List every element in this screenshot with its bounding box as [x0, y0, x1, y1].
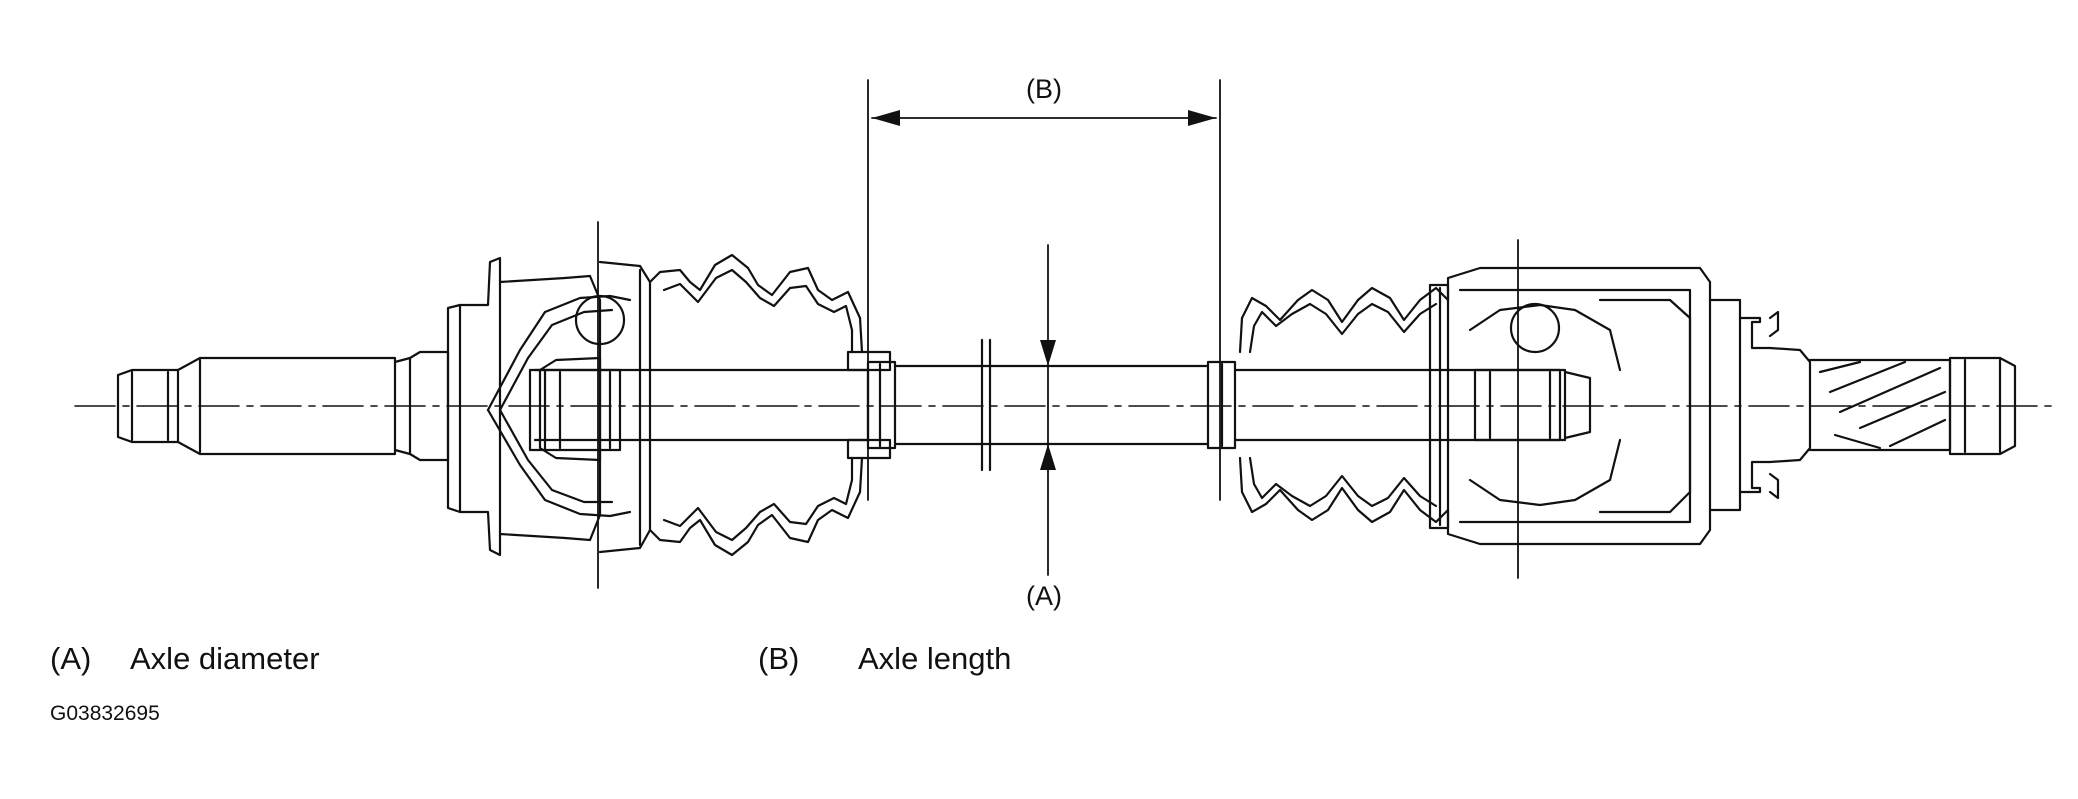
callout-b-label: (B): [1026, 74, 1062, 104]
legend-key-a: (A): [50, 641, 91, 676]
right-boot: [1238, 286, 1450, 524]
dimension-a-axle-diameter: [1040, 244, 1056, 576]
arrowhead-a-bottom: [1040, 444, 1056, 470]
left-boot: [648, 253, 892, 557]
callout-a-label: (A): [1026, 581, 1062, 611]
arrowhead-b-left: [872, 110, 900, 126]
arrowhead-b-right: [1188, 110, 1216, 126]
center-shaft: [533, 338, 1562, 472]
legend-key-b: (B): [758, 641, 799, 676]
legend-text-b: Axle length: [858, 641, 1011, 676]
dimension-b-axle-length: [867, 79, 1221, 501]
right-stub-shaft: [1768, 346, 2017, 464]
left-stub-shaft: [116, 350, 450, 462]
left-cv-joint: [446, 221, 652, 589]
right-cv-joint: [1428, 239, 1780, 579]
legend-text-a: Axle diameter: [130, 641, 320, 676]
arrowhead-a-top: [1040, 340, 1056, 366]
figure-code: G03832695: [50, 702, 160, 725]
